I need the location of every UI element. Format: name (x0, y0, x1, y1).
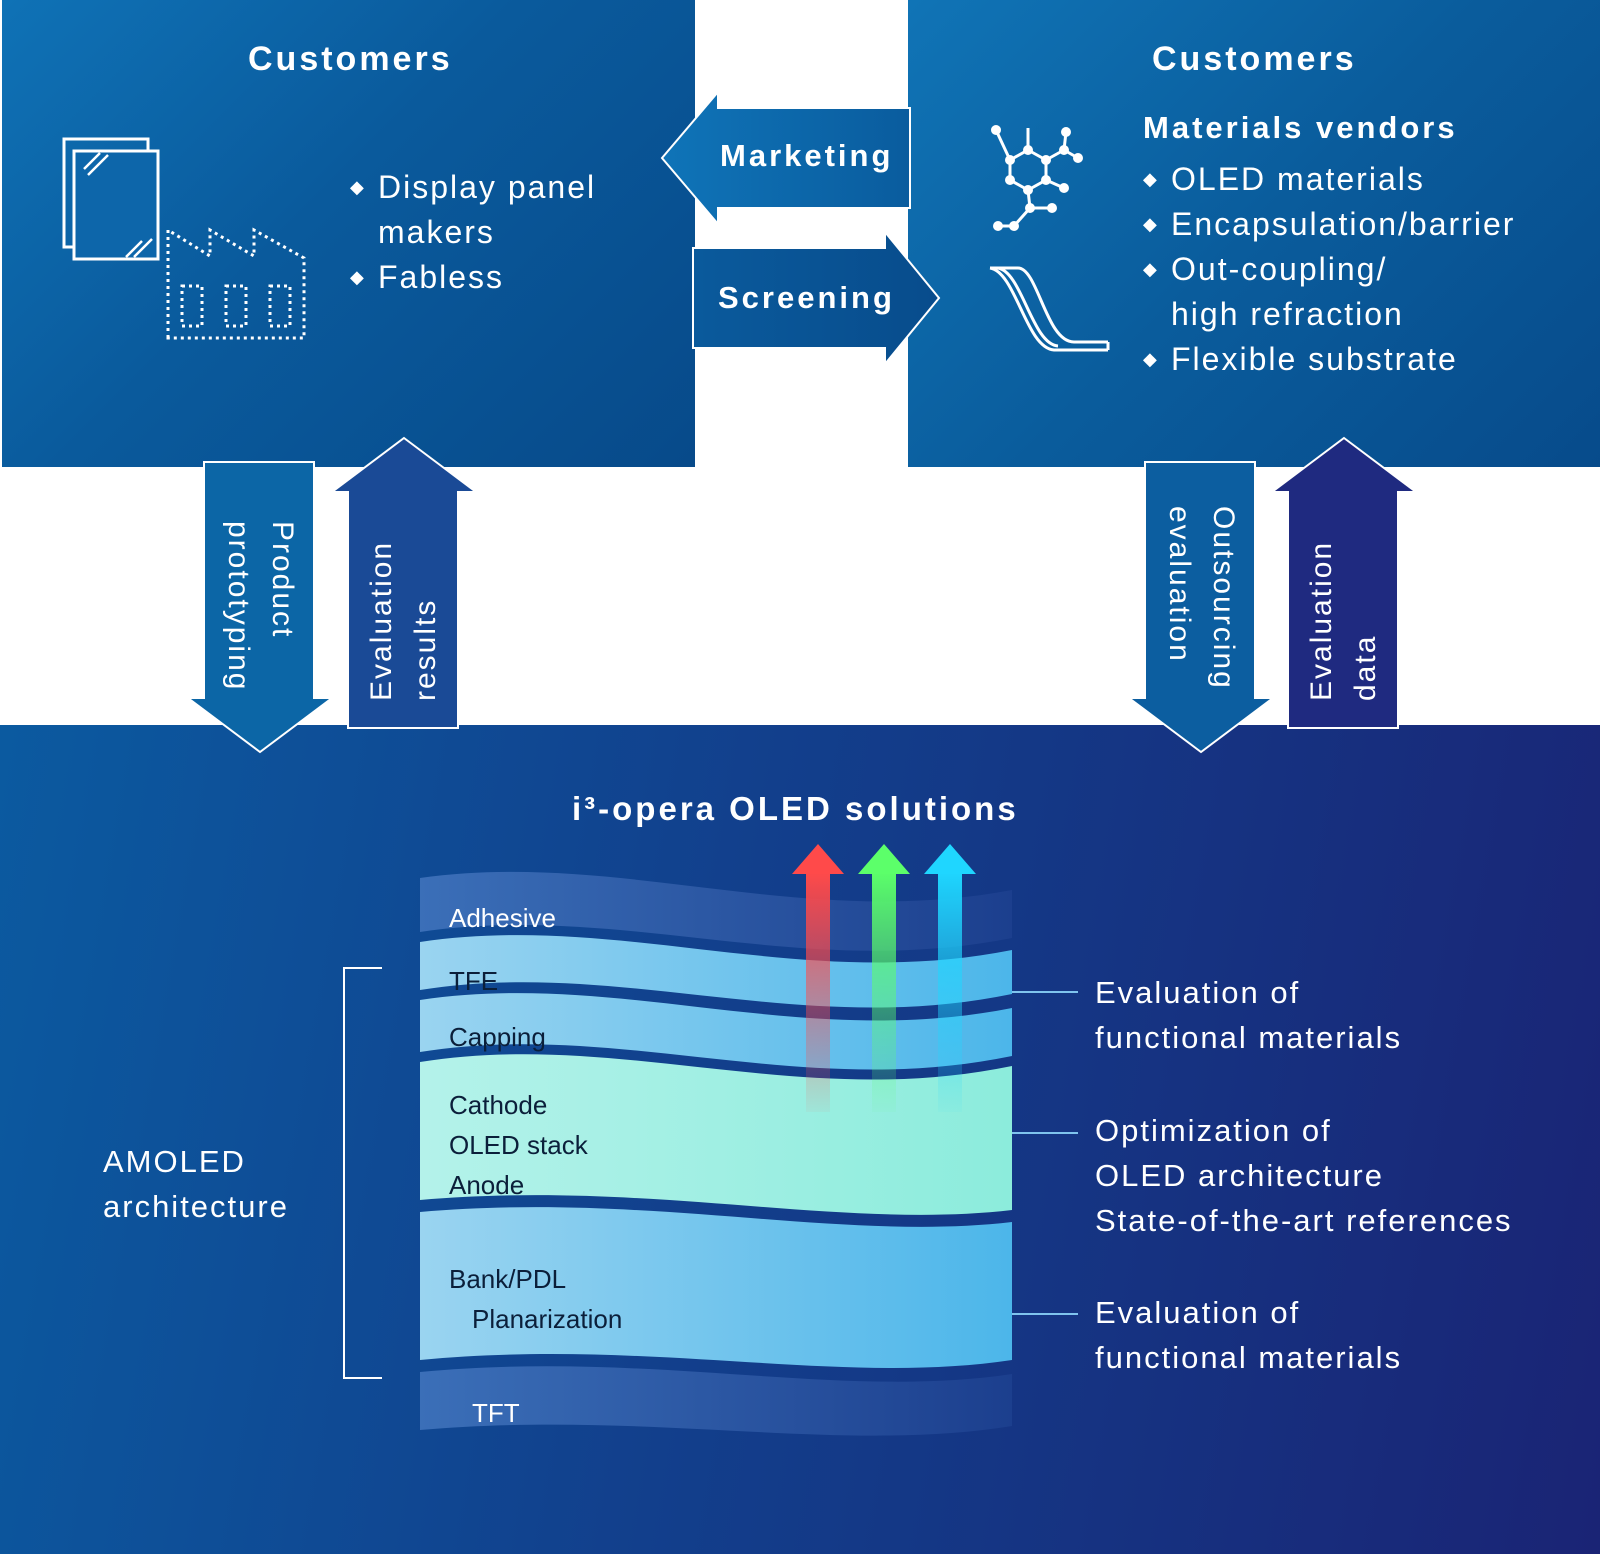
layer-label-tft: TFT (472, 1398, 520, 1428)
annotation-optimization: Optimization of OLED architecture State-… (1095, 1113, 1513, 1238)
layer-label-planarization: Planarization (472, 1304, 623, 1334)
layer-label-adhesive: Adhesive (449, 903, 556, 933)
oled-solutions-title: i³-opera OLED solutions (572, 790, 1019, 827)
layer-label-cathode: Cathode (449, 1090, 548, 1120)
list-item: ◆ Out-coupling/ high refraction (1143, 247, 1515, 337)
evaluation-results-arrow (329, 436, 479, 729)
bullet-icon: ◆ (1143, 214, 1159, 234)
green-light-arrow (858, 844, 910, 1112)
annotation-evaluation-bottom: Evaluation of functional materials (1095, 1295, 1403, 1375)
evaluation-results-label: Evaluation results (365, 540, 442, 701)
layer-label-capping: Capping (449, 1022, 546, 1052)
display-panels-icon (62, 137, 160, 261)
product-prototyping-label: Product prototyping (222, 521, 299, 692)
flexible-substrate-icon (989, 266, 1110, 352)
screening-label: Screening (718, 280, 895, 315)
left-panel-title: Customers (248, 40, 453, 78)
annotation-lines (1012, 991, 1078, 1315)
capping-layer (420, 993, 1012, 1070)
bullet-icon: ◆ (1143, 169, 1159, 189)
marketing-arrow (660, 89, 911, 227)
bullet-icon: ◆ (1143, 349, 1159, 369)
outsourcing-evaluation-label: Outsourcing evaluation (1163, 506, 1240, 690)
bullet-icon: ◆ (350, 267, 366, 287)
product-prototyping-arrow (185, 461, 335, 754)
tft-layer (420, 1366, 1012, 1436)
materials-vendors-list: ◆ OLED materials ◆ Encapsulation/barrier… (1143, 157, 1515, 382)
screening-arrow (692, 229, 941, 367)
adhesive-layer (420, 871, 1012, 951)
cyan-light-arrow (924, 844, 976, 1112)
list-item: ◆ OLED materials (1143, 157, 1515, 202)
right-panel-title: Customers (1152, 40, 1357, 78)
tfe-layer (420, 935, 1012, 1008)
layer-label-bank-pdl: Bank/PDL (449, 1264, 567, 1294)
customers-panel-right (908, 0, 1600, 467)
left-customer-list: ◆ Display panel makers ◆ Fabless (350, 165, 596, 300)
evaluation-data-arrow (1269, 436, 1419, 729)
factory-icon (166, 227, 306, 340)
amoled-architecture-label: AMOLED architecture (103, 1144, 289, 1224)
molecule-icon (991, 125, 1083, 231)
materials-vendors-heading: Materials vendors (1143, 110, 1458, 145)
list-item: ◆ Flexible substrate (1143, 337, 1515, 382)
list-item: ◆ Encapsulation/barrier (1143, 202, 1515, 247)
layer-label-tfe: TFE (449, 966, 499, 996)
annotation-evaluation-top: Evaluation of functional materials (1095, 975, 1403, 1055)
amoled-layer-stack (420, 844, 1012, 1436)
architecture-bracket (343, 967, 382, 1379)
list-item: ◆ Fabless (350, 255, 596, 300)
marketing-label: Marketing (720, 138, 894, 173)
red-light-arrow (792, 844, 844, 1112)
evaluation-data-label: Evaluation data (1305, 540, 1382, 701)
outsourcing-evaluation-arrow (1126, 461, 1276, 754)
bullet-icon: ◆ (350, 177, 366, 197)
list-item: ◆ Display panel makers (350, 165, 596, 255)
layer-label-oled-stack: OLED stack (449, 1130, 588, 1160)
bullet-icon: ◆ (1143, 259, 1159, 279)
layer-label-anode: Anode (449, 1170, 525, 1200)
planarization-layer (420, 1207, 1012, 1368)
oled-stack-layer (420, 1054, 1012, 1215)
